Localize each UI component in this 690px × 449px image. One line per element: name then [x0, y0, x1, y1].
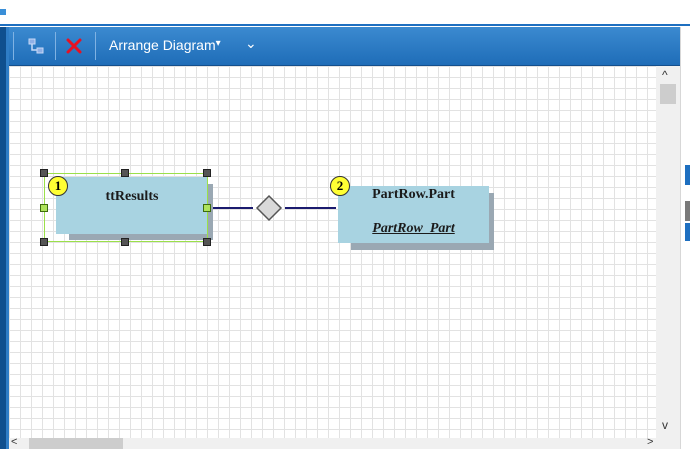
- toolbar-separator: [95, 32, 96, 60]
- overflow-chevron-icon: ⌄: [245, 35, 257, 51]
- top-accent-mark: [0, 9, 6, 15]
- top-accent-line: [0, 24, 690, 26]
- diagram-toolbar: Arrange Diagram▾ ⌄: [9, 27, 680, 66]
- entity-ttresults[interactable]: ttResults: [56, 177, 208, 234]
- delete-icon: [66, 38, 82, 54]
- toolbar-separator: [55, 32, 56, 60]
- relationship-icon: [28, 38, 44, 54]
- connection-handle[interactable]: [40, 204, 48, 212]
- scroll-up-icon[interactable]: ^: [662, 68, 668, 82]
- toolbar-overflow-button[interactable]: ⌄: [245, 35, 257, 52]
- scroll-left-icon[interactable]: <: [11, 436, 18, 448]
- entity-title: ttResults: [105, 189, 159, 204]
- toolbar-separator: [13, 32, 14, 60]
- window-top-strip: [0, 0, 690, 27]
- resize-handle[interactable]: [203, 169, 211, 177]
- resize-handle[interactable]: [203, 238, 211, 246]
- dropdown-arrow-icon: ▾: [215, 38, 221, 49]
- delete-button[interactable]: [61, 32, 87, 60]
- resize-handle[interactable]: [40, 169, 48, 177]
- horizontal-scrollbar[interactable]: < >: [9, 436, 680, 449]
- arrange-diagram-label: Arrange Diagram: [109, 37, 216, 53]
- connection-handle[interactable]: [203, 204, 211, 212]
- relationship-connector[interactable]: [9, 66, 656, 438]
- right-panel-tab[interactable]: [685, 201, 690, 221]
- right-panel-edge: [680, 27, 690, 449]
- right-panel-tab[interactable]: [685, 223, 690, 241]
- resize-handle[interactable]: [121, 169, 129, 177]
- entity-number-badge: 1: [48, 176, 68, 196]
- resize-handle[interactable]: [121, 238, 129, 246]
- relationship-diamond-icon: [255, 194, 283, 222]
- right-panel-tab[interactable]: [685, 165, 690, 185]
- relationship-button[interactable]: [23, 32, 49, 60]
- left-panel-inner-edge: [6, 27, 9, 449]
- entity-partrow-part[interactable]: PartRow.Part PartRow_Part: [338, 186, 489, 243]
- resize-handle[interactable]: [40, 238, 48, 246]
- entity-title: PartRow.Part: [372, 187, 455, 202]
- vertical-scrollbar[interactable]: ^ v: [656, 66, 680, 438]
- horizontal-scroll-thumb[interactable]: [29, 438, 123, 449]
- scroll-down-icon[interactable]: v: [662, 418, 668, 432]
- arrange-diagram-dropdown[interactable]: Arrange Diagram▾: [109, 37, 221, 53]
- entity-number-badge: 2: [330, 176, 350, 196]
- selection-outline: [44, 173, 208, 242]
- vertical-scroll-thumb[interactable]: [660, 84, 676, 104]
- entity-subtitle-link[interactable]: PartRow_Part: [372, 221, 455, 236]
- diagram-canvas[interactable]: ttResults 1 PartRow.Part PartRow_Part 2: [9, 66, 656, 438]
- left-panel-edge: [0, 27, 9, 449]
- scroll-right-icon[interactable]: >: [647, 436, 654, 448]
